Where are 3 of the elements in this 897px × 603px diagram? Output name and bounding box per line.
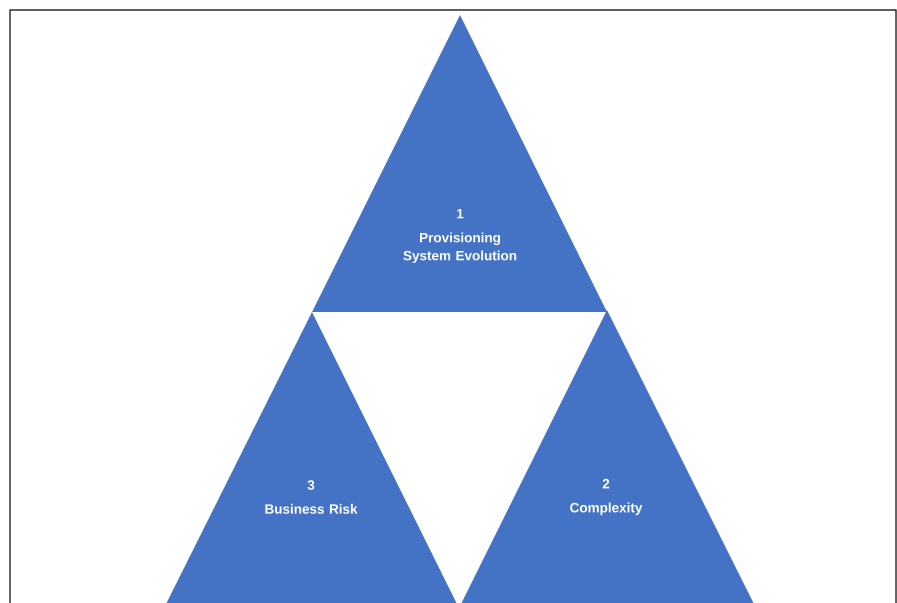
triangle: 2 Complexity [460, 310, 755, 603]
triangle: 3 Business Risk [165, 312, 458, 603]
triangle: 1 Provisioning System Evolution [312, 15, 607, 312]
